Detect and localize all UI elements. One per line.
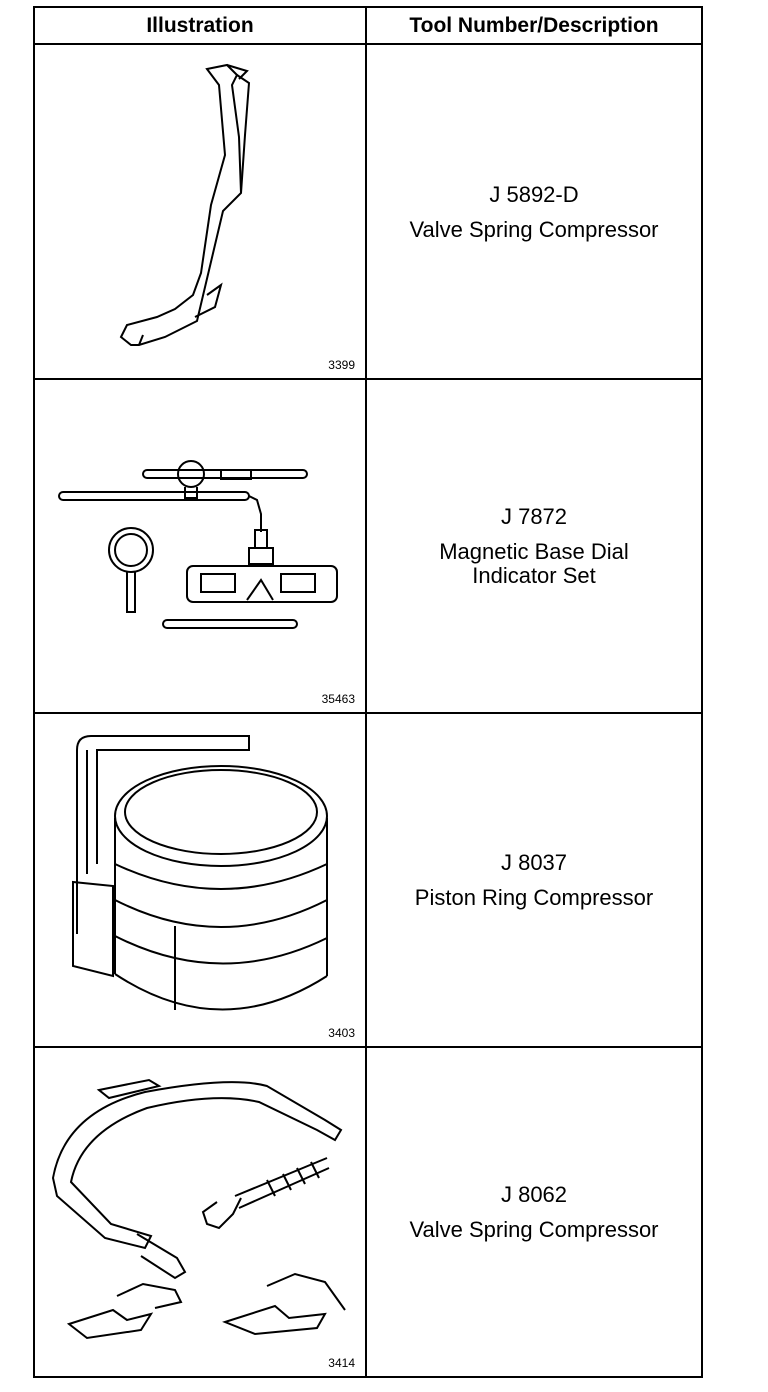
table-row: 3403 J 8037 Piston Ring Compressor [35,714,701,1048]
table-row: 3399 J 5892-D Valve Spring Compressor [35,45,701,380]
figure-number: 35463 [321,692,355,706]
column-divider [365,8,367,1376]
dial-indicator-set-icon: 35463 [35,380,365,712]
c-clamp-valve-spring-compressor-icon: 3414 [35,1048,365,1376]
figure-number: 3414 [328,1356,355,1370]
tool-description: J 5892-D Valve Spring Compressor [367,45,701,378]
table-header: Illustration Tool Number/Description [35,8,701,45]
tool-number: J 8062 [500,1182,568,1207]
tool-description-line-2: Indicator Set [472,563,596,588]
tool-number: J 7872 [500,504,568,529]
tool-number: J 8037 [500,850,568,875]
table-row: 35463 J 7872 Magnetic Base Dial Indicato… [35,380,701,714]
tool-description-line-1: Piston Ring Compressor [414,885,654,910]
figure-number: 3403 [328,1026,355,1040]
figure-number: 3399 [328,358,355,372]
piston-ring-compressor-icon: 3403 [35,714,365,1046]
header-tool-number: Tool Number/Description [409,14,659,37]
tool-description-line-1: Valve Spring Compressor [409,216,659,242]
tool-description-line-1: Magnetic Base Dial [439,539,629,564]
tool-description: J 7872 Magnetic Base Dial Indicator Set [367,380,701,712]
tool-description-line-1: Valve Spring Compressor [409,1217,659,1242]
header-illustration: Illustration [146,14,254,37]
tool-description: J 8037 Piston Ring Compressor [367,714,701,1046]
tool-description: J 8062 Valve Spring Compressor [367,1048,701,1376]
table-row: 3414 J 8062 Valve Spring Compressor [35,1048,701,1376]
tool-number: J 5892-D [489,181,579,207]
valve-spring-compressor-lever-icon: 3399 [35,45,365,378]
tool-table: Illustration Tool Number/Description 339… [33,6,703,1378]
